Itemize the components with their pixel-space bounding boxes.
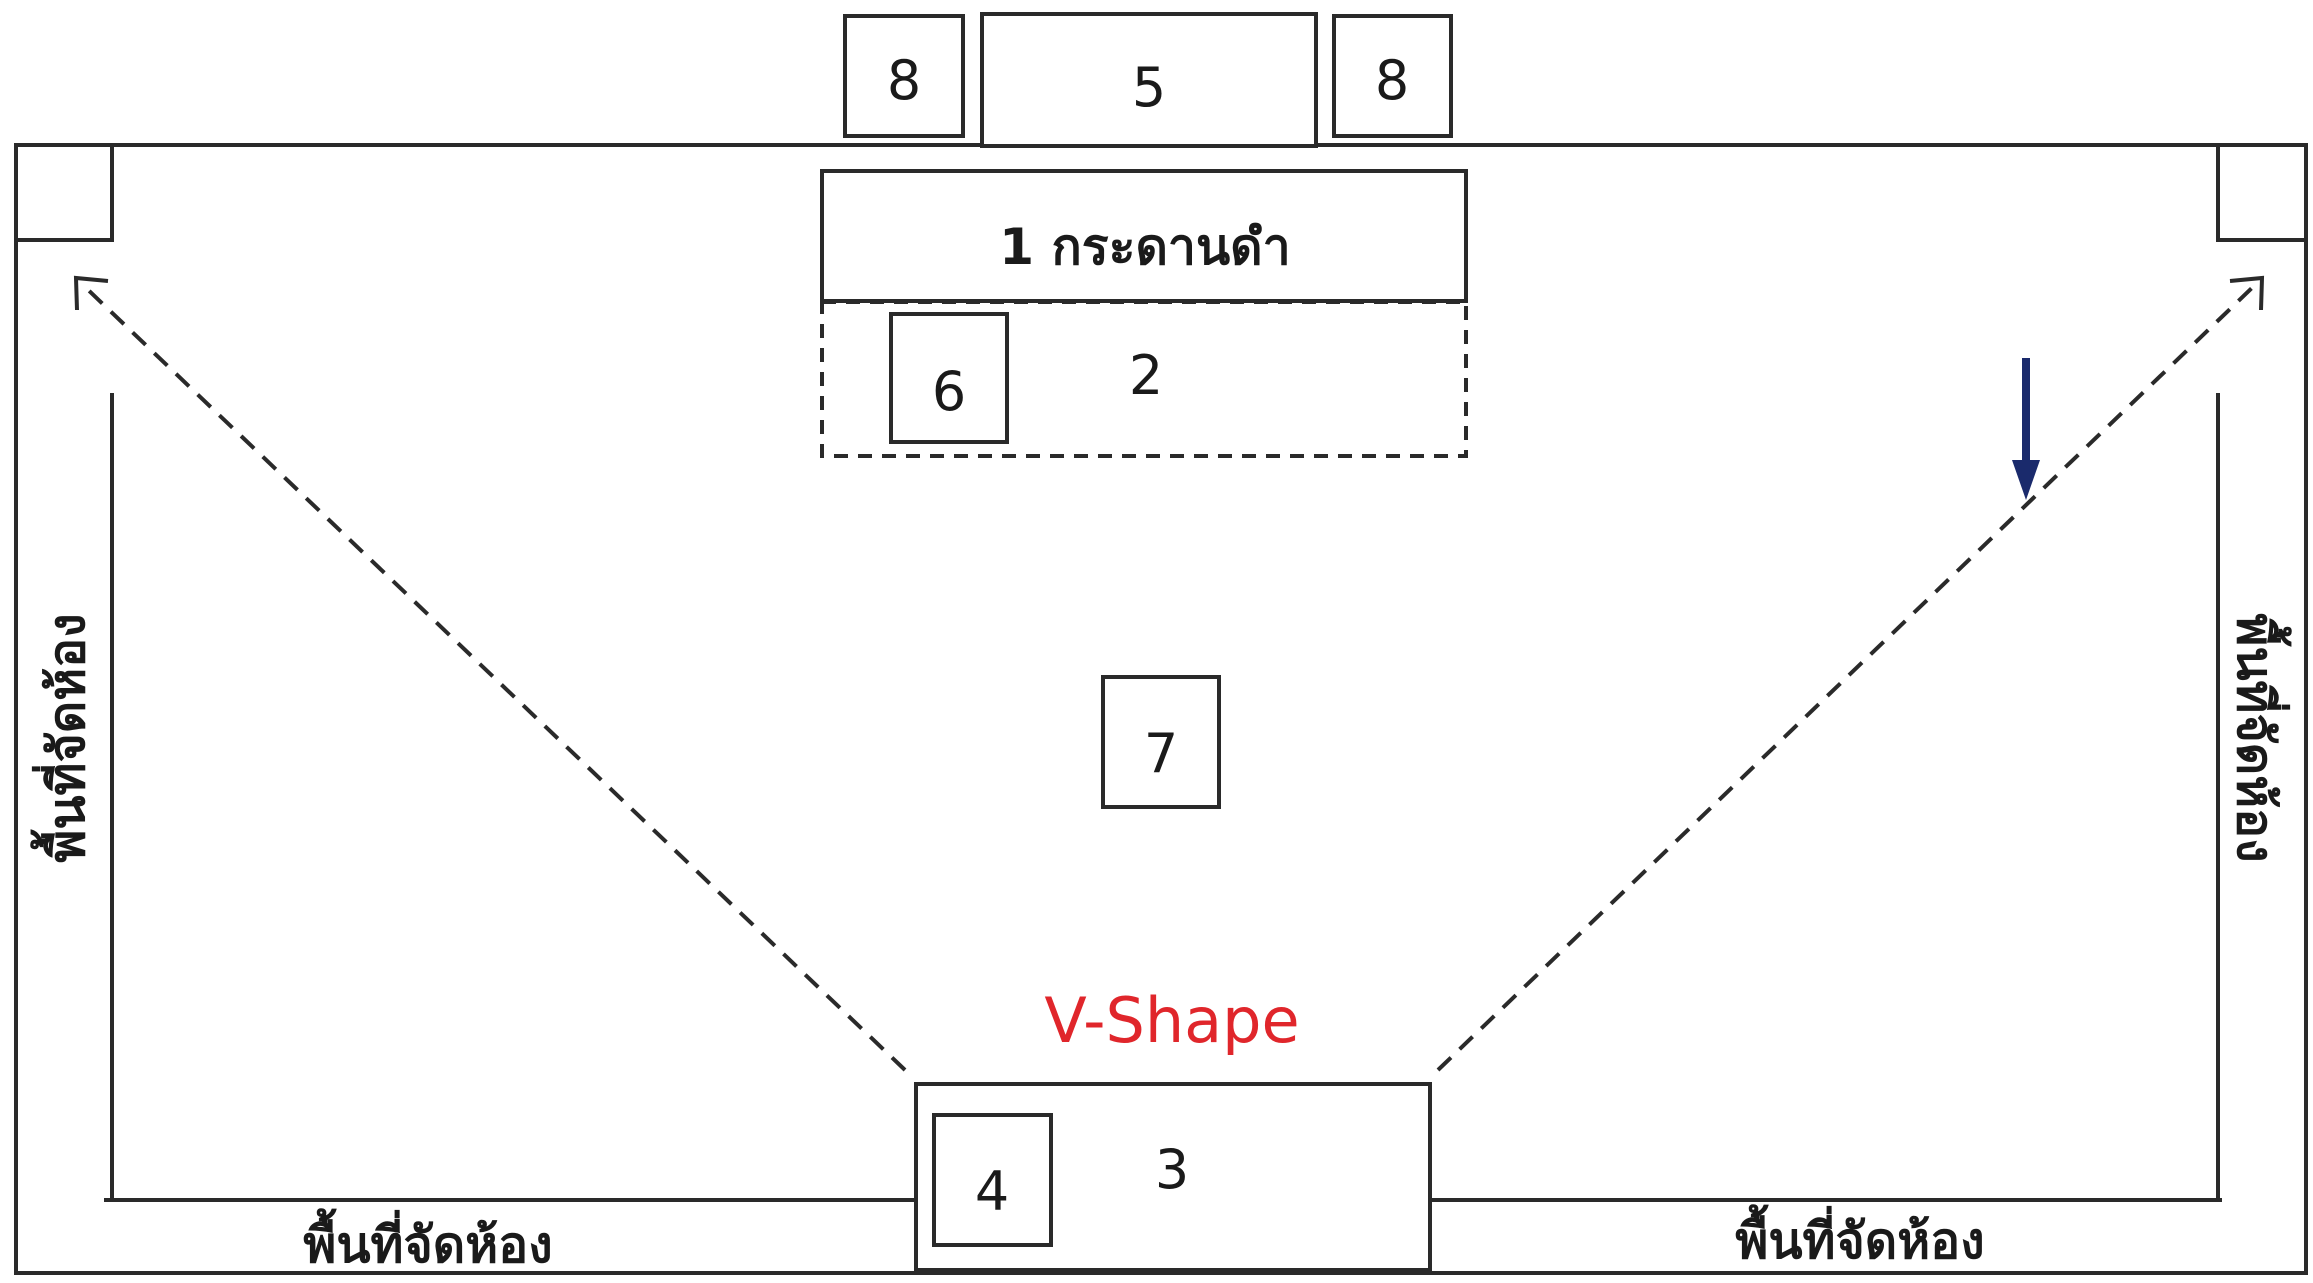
center-box-label: 7 [1144, 722, 1178, 785]
teacher-back-desk-label: 4 [975, 1160, 1009, 1223]
v-shape-title: V-Shape [1044, 984, 1299, 1057]
door-box [980, 12, 1318, 148]
area-label-right: พื้นที่จัดห้อง [2226, 613, 2292, 862]
area-label-left: พื้นที่จัดห้อง [30, 613, 96, 862]
teacher-front-desk-box [889, 312, 1009, 444]
blackboard-box [820, 169, 1468, 303]
door-box-label: 5 [1132, 56, 1166, 119]
area-label-bottom-right: พื้นที่จัดห้อง [1735, 1204, 1984, 1270]
v-line-right-arrowhead [2229, 275, 2265, 311]
corner-box-left [14, 143, 114, 242]
teacher-back-desk-box [932, 1113, 1053, 1247]
side-box-left-label: 8 [887, 49, 921, 112]
indicator-arrow-head [2012, 460, 2040, 500]
side-box-left [843, 14, 965, 138]
center-box [1101, 675, 1221, 809]
v-line-left-arrowhead [73, 275, 109, 311]
v-line-right [1436, 284, 2256, 1072]
back-zone-label: 3 [1155, 1138, 1189, 1201]
teacher-front-desk-label: 6 [932, 360, 966, 423]
corner-box-right [2216, 143, 2308, 242]
blackboard-label: 1 กระดานดำ [999, 218, 1290, 276]
side-box-right-label: 8 [1375, 49, 1409, 112]
v-line-left [82, 284, 907, 1072]
front-zone-label: 2 [1129, 344, 1163, 407]
front-zone-box [820, 300, 1468, 458]
area-label-bottom-left: พื้นที่จัดห้อง [303, 1208, 552, 1274]
side-box-right [1332, 14, 1453, 138]
